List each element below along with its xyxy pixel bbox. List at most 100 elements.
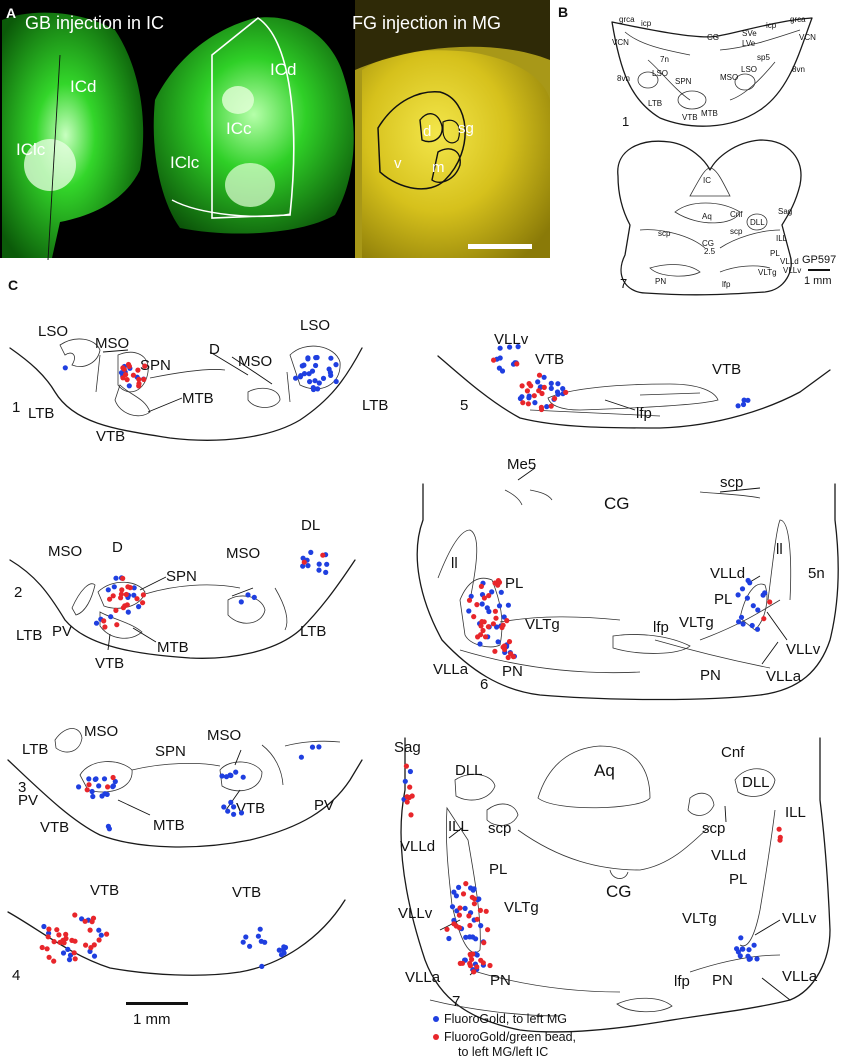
double-labeled-cell-marker: [102, 624, 108, 630]
fluorogold-cell-marker: [739, 586, 746, 592]
c1-outline: [9, 347, 363, 441]
c7-label-sag: Sag: [394, 739, 421, 756]
fluorogold-cell-marker: [463, 934, 469, 940]
fluorogold-cell-marker: [740, 401, 747, 408]
fluorogold-cell-marker: [327, 369, 333, 376]
double-labeled-cell-marker: [480, 627, 486, 634]
fluorogold-cell-marker: [298, 754, 304, 760]
fluorogold-cell-marker: [99, 793, 105, 799]
double-labeled-cell-marker: [482, 634, 489, 640]
mgm-outline: [431, 148, 461, 183]
double-labeled-cell-marker: [122, 603, 128, 609]
double-labeled-cell-marker: [86, 782, 92, 788]
c1-mso-left: [95, 354, 101, 393]
c6-label-cg: CG: [604, 494, 630, 513]
double-labeled-cell-marker: [105, 784, 111, 790]
c2-number: 2: [14, 584, 22, 601]
mgd-outline: [419, 113, 443, 143]
c7-pn-line: [429, 999, 561, 1017]
double-labeled-cell-marker: [514, 361, 520, 367]
double-labeled-cell-marker: [536, 388, 542, 394]
double-labeled-cell-marker: [467, 922, 473, 929]
double-labeled-cell-marker: [82, 918, 88, 924]
b-label-vtb: VTB: [682, 113, 698, 122]
fluorogold-cell-marker: [754, 626, 761, 632]
b7-label-dll: DLL: [750, 218, 765, 227]
double-labeled-cell-marker: [502, 646, 508, 653]
double-labeled-cell-marker: [320, 552, 326, 558]
fluorogold-cell-marker: [96, 783, 102, 789]
fluorogold-cell-marker: [313, 355, 319, 361]
double-labeled-cell-marker: [492, 608, 498, 614]
c7-label-cg: CG: [606, 882, 632, 901]
fluorogold-cell-marker: [745, 397, 751, 403]
b-label-mso: MSO: [720, 73, 738, 82]
double-labeled-cell-marker: [135, 367, 141, 373]
b-mtb: [677, 90, 707, 110]
c7-cg-notch: [609, 869, 629, 879]
c5-number: 5: [460, 397, 468, 414]
panel-a-title-left: GB injection in IC: [25, 13, 164, 33]
c2-label-pv: PV: [52, 623, 72, 640]
c1-mso-right: [247, 387, 281, 408]
c6-leaders: [517, 467, 788, 665]
fluorogold-cell-marker: [104, 791, 110, 798]
c6-label-vlla-right: VLLa: [766, 668, 802, 685]
double-labeled-cell-marker: [519, 383, 525, 389]
fluorogold-cell-marker: [320, 375, 327, 381]
double-labeled-cell-marker: [466, 913, 472, 919]
double-labeled-cell-marker: [777, 834, 783, 841]
c7-label-vlla-right: VLLa: [782, 968, 818, 985]
double-labeled-cell-marker: [136, 381, 142, 387]
double-labeled-cell-marker: [526, 381, 532, 387]
fluorogold-cell-marker: [300, 563, 306, 569]
b-label-ltb: LTB: [648, 99, 662, 108]
fluorogold-cell-marker: [96, 927, 102, 933]
double-labeled-cell-marker: [123, 591, 129, 598]
double-labeled-cell-marker: [407, 784, 413, 790]
c7-label-vlla-left: VLLa: [405, 969, 441, 986]
b-dll: [746, 213, 768, 231]
double-labeled-cell-marker: [130, 372, 136, 378]
c-section-6: Me5 CG scp ll ll 5n PL VLTg VLLa PN lfp …: [416, 456, 839, 701]
b-label-lso-left: LSO: [652, 69, 668, 78]
c1-label-lso-left: LSO: [38, 323, 68, 340]
b-lfp-pn: [649, 264, 771, 277]
labeled-cell-markers: [39, 344, 783, 975]
double-labeled-cell-marker: [548, 403, 554, 409]
c3-spn: [79, 761, 133, 793]
b-label-grca-left: grca: [619, 15, 635, 24]
b-lso-right: [734, 73, 756, 91]
fluorogold-cell-marker: [479, 601, 485, 607]
label-icd-middle: ICd: [270, 60, 296, 79]
b7-label-pl: PL: [770, 249, 780, 258]
c7-label-scp-left: scp: [488, 820, 511, 837]
fluorogold-cell-marker: [749, 622, 755, 629]
c6-pl-left: [459, 577, 503, 648]
fluorogold-cell-marker: [245, 592, 251, 598]
fluorogold-cell-marker: [112, 778, 118, 785]
double-labeled-cell-marker: [520, 400, 526, 406]
fluorogold-cell-marker: [324, 561, 330, 567]
c6-lfp: [612, 634, 691, 654]
c1-label-mtb: MTB: [182, 390, 214, 407]
fluorogold-cell-marker: [494, 624, 500, 630]
double-labeled-cell-marker: [403, 763, 409, 769]
fluorogold-cell-marker: [111, 584, 117, 590]
fluorogold-cell-marker: [497, 355, 503, 361]
panel-letter-b: B: [558, 4, 568, 20]
fluorogold-cell-marker: [66, 957, 73, 963]
c6-ll-right: [767, 519, 792, 601]
fluorogold-cell-marker: [477, 641, 483, 647]
panel-a: A GB injection in IC FG injection in MG …: [0, 0, 550, 261]
fluorogold-cell-marker: [308, 549, 314, 556]
c7-label-cnf: Cnf: [721, 744, 745, 761]
c2-spn: [97, 581, 146, 609]
fluorogold-cell-marker: [231, 804, 237, 810]
c2-label-ltb-left: LTB: [16, 627, 42, 644]
fluorogold-cell-marker: [497, 345, 503, 351]
fluorogold-cell-marker: [468, 593, 474, 599]
c7-label-pn-left: PN: [490, 972, 511, 989]
panel-a-title-right: FG injection in MG: [352, 13, 501, 33]
fluorogold-cell-marker: [67, 952, 74, 958]
